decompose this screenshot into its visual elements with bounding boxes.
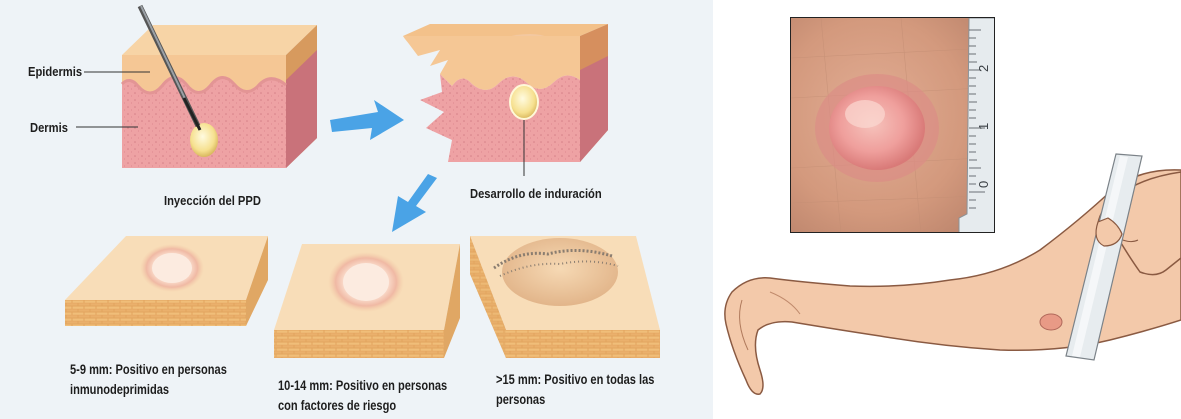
ruler-mark-1: 1 [976, 123, 991, 130]
photo-graphics: 0 1 2 [791, 18, 995, 233]
ruler-mark-2: 2 [976, 65, 991, 72]
induration-photo: 0 1 2 [790, 17, 995, 233]
ruler-mark-0: 0 [976, 181, 991, 188]
arm-induration [1040, 314, 1062, 330]
